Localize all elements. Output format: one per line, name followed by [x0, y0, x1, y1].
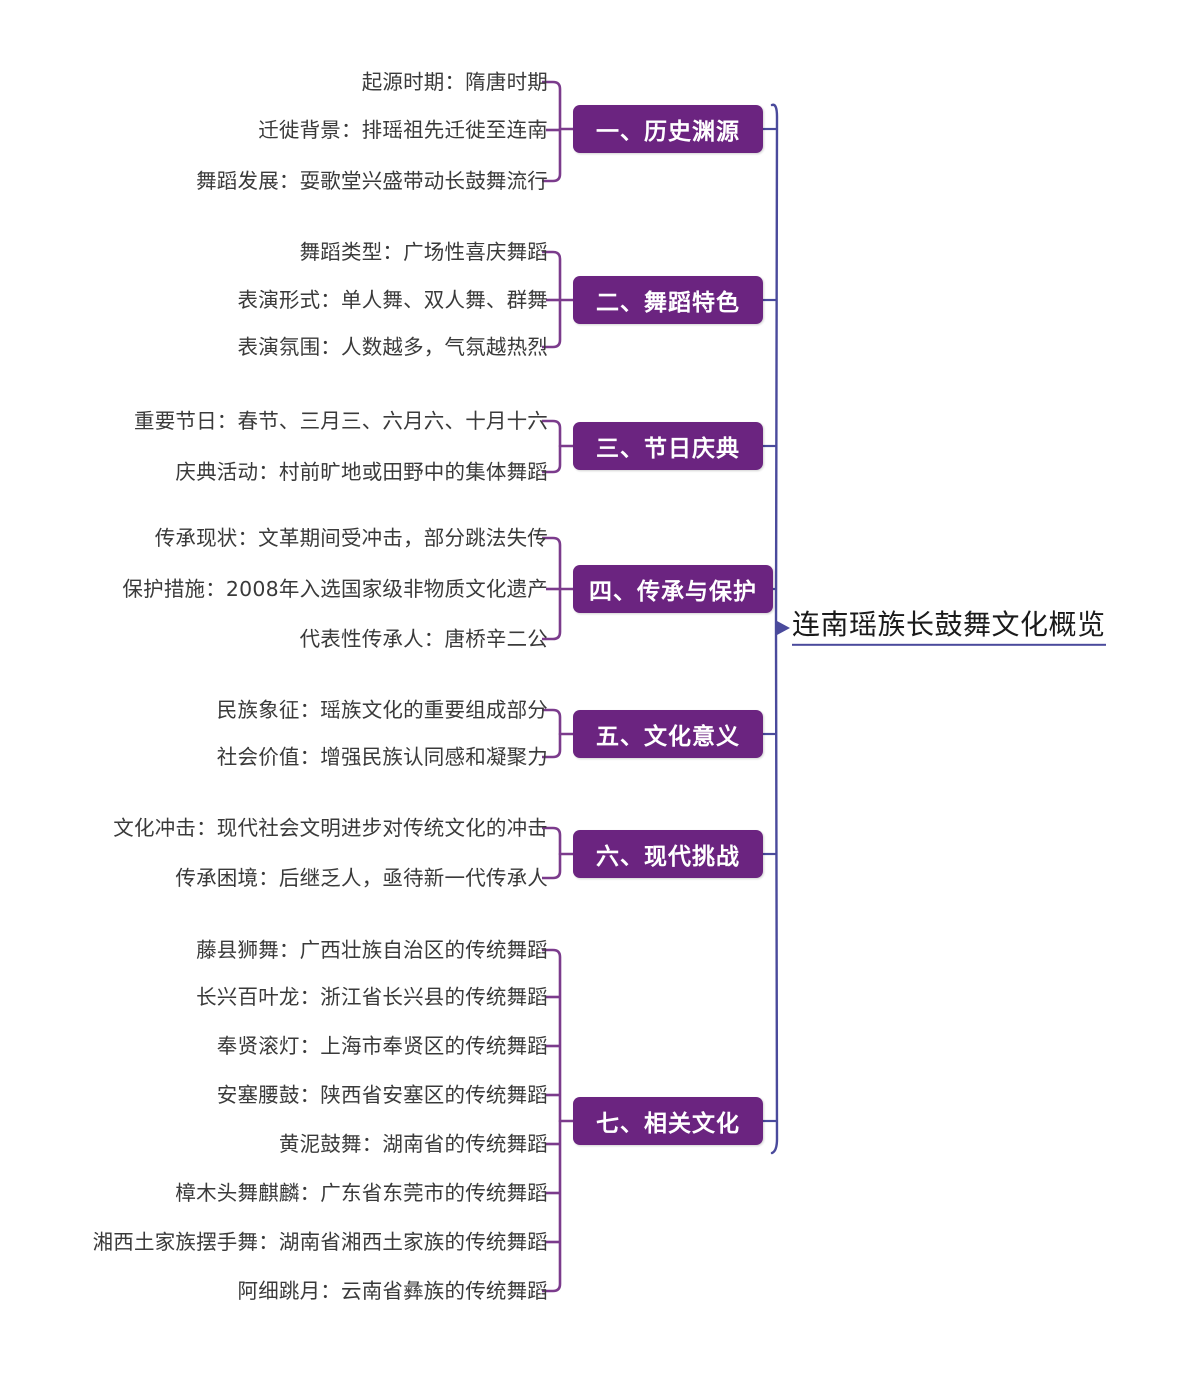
branch-node-2[interactable]: 二、舞蹈特色	[573, 276, 763, 324]
leaf-node-7-7[interactable]: 湘西土家族摆手舞：湖南省湘西土家族的传统舞蹈	[92, 1229, 548, 1254]
leaf-node-1-2[interactable]: 迁徙背景：排瑶祖先迁徙至连南	[258, 117, 548, 142]
leaf-node-7-4[interactable]: 安塞腰鼓：陕西省安塞区的传统舞蹈	[216, 1082, 548, 1107]
leaf-node-2-3[interactable]: 表演氛围：人数越多，气氛越热烈	[237, 334, 548, 359]
branch-node-4[interactable]: 四、传承与保护	[573, 565, 773, 613]
root-arrow-icon	[777, 621, 790, 635]
leaf-node-5-2[interactable]: 社会价值：增强民族认同感和凝聚力	[216, 744, 548, 769]
leaf-node-7-6[interactable]: 樟木头舞麒麟：广东省东莞市的传统舞蹈	[175, 1180, 548, 1205]
leaf-node-6-2[interactable]: 传承困境：后继乏人，亟待新一代传承人	[175, 865, 548, 890]
leaf-node-1-3[interactable]: 舞蹈发展：耍歌堂兴盛带动长鼓舞流行	[196, 168, 548, 193]
leaf-node-3-2[interactable]: 庆典活动：村前旷地或田野中的集体舞蹈	[175, 459, 548, 484]
leaf-node-7-1[interactable]: 藤县狮舞：广西壮族自治区的传统舞蹈	[196, 937, 548, 962]
branch-node-6[interactable]: 六、现代挑战	[573, 830, 763, 878]
leaf-node-3-1[interactable]: 重要节日：春节、三月三、六月六、十月十六	[134, 408, 548, 433]
leaf-node-7-3[interactable]: 奉贤滚灯：上海市奉贤区的传统舞蹈	[216, 1033, 548, 1058]
leaf-node-7-8[interactable]: 阿细跳月：云南省彝族的传统舞蹈	[237, 1278, 548, 1303]
branch-node-7[interactable]: 七、相关文化	[573, 1097, 763, 1145]
leaf-node-4-1[interactable]: 传承现状：文革期间受冲击，部分跳法失传	[154, 525, 548, 550]
leaf-node-7-2[interactable]: 长兴百叶龙：浙江省长兴县的传统舞蹈	[196, 984, 548, 1009]
leaf-node-1-1[interactable]: 起源时期：隋唐时期	[361, 69, 548, 94]
branch-node-3[interactable]: 三、节日庆典	[573, 422, 763, 470]
leaf-node-5-1[interactable]: 民族象征：瑶族文化的重要组成部分	[216, 697, 548, 722]
leaf-node-4-2[interactable]: 保护措施：2008年入选国家级非物质文化遗产	[122, 576, 548, 601]
root-node[interactable]: 连南瑶族长鼓舞文化概览	[792, 609, 1106, 647]
leaf-node-2-1[interactable]: 舞蹈类型：广场性喜庆舞蹈	[299, 239, 548, 264]
leaf-node-2-2[interactable]: 表演形式：单人舞、双人舞、群舞	[237, 287, 548, 312]
leaf-node-7-5[interactable]: 黄泥鼓舞：湖南省的传统舞蹈	[278, 1131, 548, 1156]
branch-node-1[interactable]: 一、历史渊源	[573, 105, 763, 153]
leaf-node-4-3[interactable]: 代表性传承人：唐桥辛二公	[299, 626, 548, 651]
leaf-node-6-1[interactable]: 文化冲击：现代社会文明进步对传统文化的冲击	[113, 815, 548, 840]
branch-node-5[interactable]: 五、文化意义	[573, 710, 763, 758]
